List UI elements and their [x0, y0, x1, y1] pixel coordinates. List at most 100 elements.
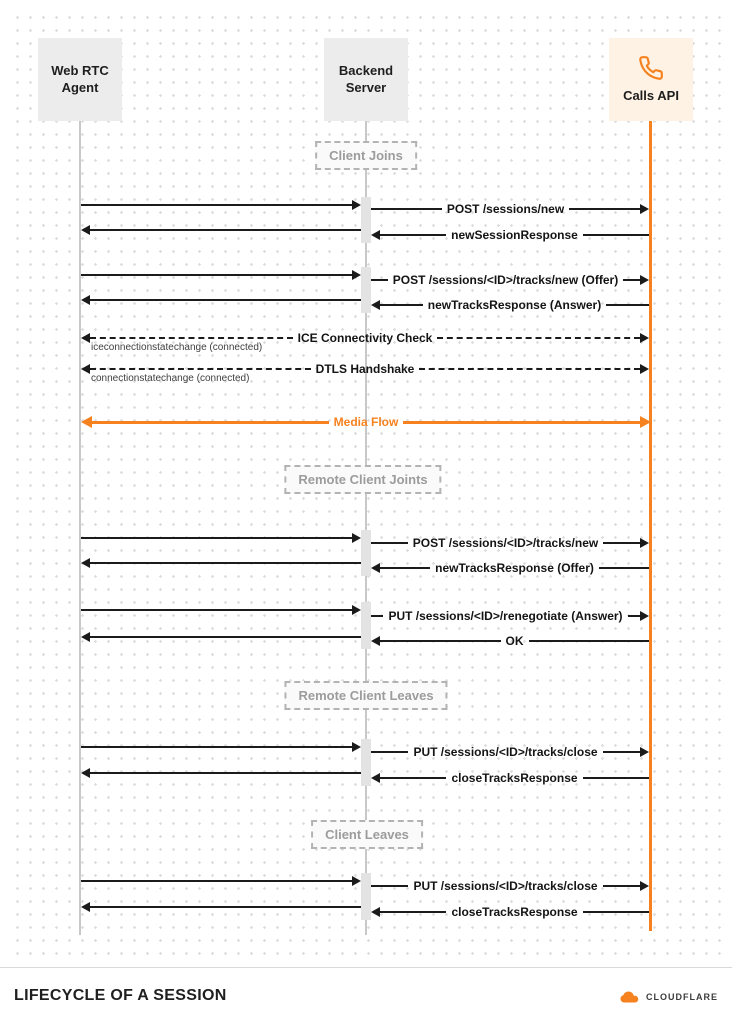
- arrowhead-left-icon: [81, 333, 90, 343]
- group-remote-client-leaves: Remote Client Leaves: [284, 681, 448, 710]
- arrowhead-right-icon: [352, 200, 361, 210]
- actor-calls-api-label: Calls API: [623, 87, 679, 103]
- arrow-line: [81, 204, 352, 206]
- footer-divider: [0, 967, 732, 968]
- note-ice-state: iceconnectionstatechange (connected): [91, 342, 263, 353]
- arrowhead-right-icon: [640, 275, 650, 285]
- arrow-line: [603, 542, 641, 544]
- arrow-line: [92, 420, 329, 424]
- actor-backend-server-label: Backend Server: [338, 63, 394, 95]
- arrow-line: [403, 420, 641, 424]
- dashed-arrow-line: [90, 337, 293, 339]
- message-response-arrow: [81, 293, 361, 307]
- message-label: Media Flow: [333, 415, 399, 429]
- arrowhead-right-icon: [640, 416, 652, 428]
- activation-bar: [361, 602, 371, 649]
- arrowhead-left-icon: [81, 768, 90, 778]
- activation-bar: [361, 873, 371, 920]
- arrow-line: [90, 562, 361, 564]
- message-label: DTLS Handshake: [315, 362, 415, 376]
- message-label: POST /sessions/<ID>/tracks/new: [412, 536, 599, 550]
- dashed-arrow-line: [90, 368, 311, 370]
- arrowhead-right-icon: [640, 364, 650, 374]
- dashed-arrow-line: [419, 368, 641, 370]
- arrowhead-right-icon: [640, 611, 650, 621]
- arrow-line: [90, 636, 361, 638]
- message-request-arrow: [81, 874, 361, 888]
- phone-icon: [639, 55, 663, 80]
- arrow-line: [582, 911, 650, 913]
- arrowhead-right-icon: [640, 333, 650, 343]
- arrow-line: [81, 274, 352, 276]
- message-response-arrow: [81, 556, 361, 570]
- cloudflare-logo-icon: [620, 991, 639, 1003]
- message-new-tracks-response-offer: newTracksResponse (Offer): [371, 561, 649, 575]
- arrow-line: [81, 746, 352, 748]
- message-put-tracks-close-1: PUT /sessions/<ID>/tracks/close: [371, 745, 650, 759]
- message-request-arrow: [81, 740, 361, 754]
- arrowhead-right-icon: [640, 881, 650, 891]
- arrowhead-right-icon: [352, 533, 361, 543]
- page-title: LIFECYCLE OF A SESSION: [14, 987, 227, 1004]
- arrowhead-right-icon: [352, 742, 361, 752]
- message-new-tracks-response-answer: newTracksResponse (Answer): [371, 298, 649, 312]
- actor-webrtc-agent: Web RTC Agent: [38, 38, 122, 121]
- cloudflare-brand-label: CLOUDFLARE: [646, 992, 718, 1002]
- message-media-flow: Media Flow: [81, 415, 652, 429]
- arrow-line: [380, 567, 431, 569]
- arrow-line: [380, 234, 447, 236]
- arrowhead-left-icon: [371, 907, 380, 917]
- message-response-arrow: [81, 630, 361, 644]
- arrowhead-left-icon: [81, 416, 92, 428]
- message-label: OK: [505, 634, 524, 648]
- arrow-line: [90, 229, 361, 231]
- message-request-arrow: [81, 531, 361, 545]
- arrowhead-left-icon: [371, 230, 380, 240]
- arrowhead-left-icon: [371, 300, 380, 310]
- arrow-line: [627, 615, 641, 617]
- message-post-tracks-new: POST /sessions/<ID>/tracks/new: [371, 536, 650, 550]
- arrow-line: [606, 304, 649, 306]
- arrow-line: [371, 208, 442, 210]
- message-label: newTracksResponse (Answer): [427, 298, 602, 312]
- message-dtls-handshake: DTLS Handshake: [81, 362, 650, 376]
- arrowhead-left-icon: [81, 225, 90, 235]
- message-ok: OK: [371, 634, 649, 648]
- message-label: PUT /sessions/<ID>/tracks/close: [413, 879, 598, 893]
- arrowhead-right-icon: [352, 270, 361, 280]
- arrowhead-right-icon: [352, 605, 361, 615]
- message-label: closeTracksResponse: [451, 771, 578, 785]
- group-client-leaves: Client Leaves: [311, 820, 423, 849]
- arrow-line: [623, 279, 641, 281]
- message-put-tracks-close-2: PUT /sessions/<ID>/tracks/close: [371, 879, 650, 893]
- arrow-line: [81, 537, 352, 539]
- message-request-arrow: [81, 198, 361, 212]
- message-label: newSessionResponse: [451, 228, 578, 242]
- note-connection-state: connectionstatechange (connected): [91, 373, 250, 384]
- lifeline-calls-api: [649, 121, 652, 931]
- arrowhead-left-icon: [81, 558, 90, 568]
- message-label: closeTracksResponse: [451, 905, 578, 919]
- actor-calls-api: Calls API: [609, 38, 693, 121]
- arrowhead-left-icon: [81, 632, 90, 642]
- arrow-line: [371, 615, 384, 617]
- message-request-arrow: [81, 603, 361, 617]
- arrow-line: [380, 640, 501, 642]
- group-client-joins: Client Joins: [315, 141, 417, 170]
- message-response-arrow: [81, 766, 361, 780]
- activation-bar: [361, 530, 371, 576]
- message-request-arrow: [81, 268, 361, 282]
- arrowhead-left-icon: [371, 636, 380, 646]
- arrow-line: [602, 885, 641, 887]
- arrow-line: [582, 777, 650, 779]
- arrow-line: [81, 880, 352, 882]
- arrow-line: [371, 279, 388, 281]
- arrowhead-right-icon: [640, 204, 649, 214]
- message-label: newTracksResponse (Offer): [435, 561, 594, 575]
- arrowhead-left-icon: [81, 364, 90, 374]
- arrowhead-left-icon: [81, 902, 90, 912]
- message-post-tracks-new-offer: POST /sessions/<ID>/tracks/new (Offer): [371, 273, 650, 287]
- group-remote-client-joins: Remote Client Joints: [284, 465, 442, 494]
- lifeline-webrtc-agent: [79, 121, 81, 935]
